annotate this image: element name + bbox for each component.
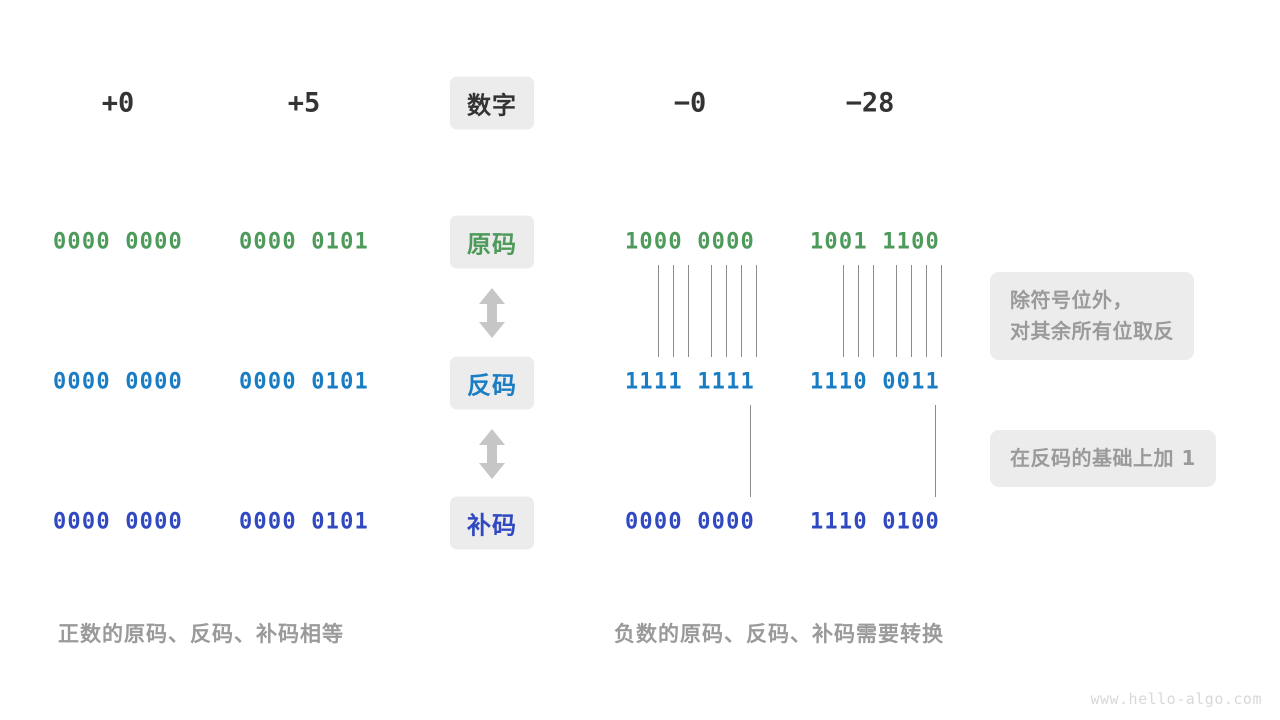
row-twos-complement-value-minus-zero: 0000 0000: [624, 509, 756, 535]
tick-line: [726, 265, 727, 357]
row-true-code-value-plus-five: 0000 0101: [238, 229, 370, 255]
tick-line: [658, 265, 659, 357]
tick-line: [673, 265, 674, 357]
tick-line-lsb: [750, 405, 751, 497]
tick-line: [756, 265, 757, 357]
row-true-code-value-minus-twentyeight: 1001 1100: [809, 229, 941, 255]
caption-negative-convert: 负数的原码、反码、补码需要转换: [614, 622, 944, 646]
tick-line: [741, 265, 742, 357]
note-invert-bits: 除符号位外， 对其余所有位取反: [990, 272, 1194, 360]
tick-line: [941, 265, 942, 357]
tick-line: [843, 265, 844, 357]
note-invert-line-1: 除符号位外，: [1010, 288, 1133, 312]
tick-line: [926, 265, 927, 357]
row-ones-complement-value-plus-five: 0000 0101: [238, 369, 370, 395]
tick-line: [858, 265, 859, 357]
tick-line: [896, 265, 897, 357]
header-number-plus-zero: +0: [101, 87, 135, 119]
note-invert-line-2: 对其余所有位取反: [1010, 319, 1174, 343]
header-number-minus-zero: −0: [673, 87, 707, 119]
row-true-code-value-minus-zero: 1000 0000: [624, 229, 756, 255]
tick-line: [688, 265, 689, 357]
tick-line: [873, 265, 874, 357]
row-ones-complement-value-minus-zero: 1111 1111: [624, 369, 756, 395]
row-twos-complement-value-minus-twentyeight: 1110 0100: [809, 509, 941, 535]
arrow-up-down-icon-ones-to-twos: [475, 428, 509, 480]
header-badge-number: 数字: [450, 76, 534, 130]
row-twos-complement-value-plus-five: 0000 0101: [238, 509, 370, 535]
tick-line: [711, 265, 712, 357]
row-ones-complement-value-plus-zero: 0000 0000: [52, 369, 184, 395]
arrow-up-down-icon-true-to-ones: [475, 287, 509, 339]
note-add-one: 在反码的基础上加 1: [990, 430, 1216, 487]
row-true-code-value-plus-zero: 0000 0000: [52, 229, 184, 255]
tick-line: [911, 265, 912, 357]
header-number-plus-five: +5: [287, 87, 321, 119]
tick-line-lsb: [935, 405, 936, 497]
header-number-minus-twentyeight: −28: [845, 87, 895, 119]
row-badge-twos-complement: 补码: [450, 496, 534, 550]
row-badge-ones-complement: 反码: [450, 356, 534, 410]
row-ones-complement-value-minus-twentyeight: 1110 0011: [809, 369, 941, 395]
row-twos-complement-value-plus-zero: 0000 0000: [52, 509, 184, 535]
row-badge-true-code: 原码: [450, 215, 534, 269]
watermark: www.hello-algo.com: [1090, 690, 1262, 708]
caption-positive-equal: 正数的原码、反码、补码相等: [58, 622, 344, 646]
